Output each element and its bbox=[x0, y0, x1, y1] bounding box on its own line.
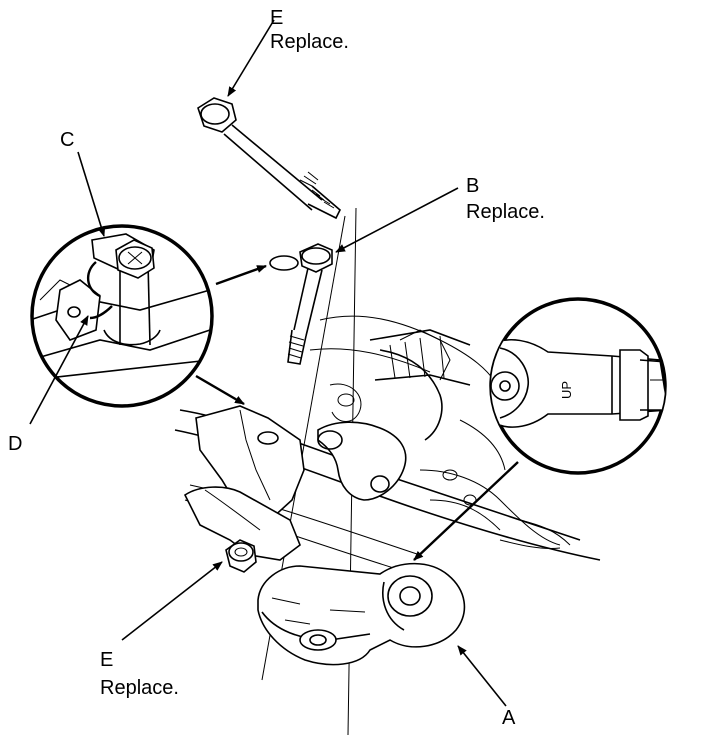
label-c: C bbox=[60, 129, 74, 151]
detail-circle-right: UP bbox=[489, 297, 667, 475]
up-mark: UP bbox=[559, 381, 574, 399]
label-b: B bbox=[466, 175, 479, 197]
label-e-top: E bbox=[270, 7, 283, 29]
detail-circle-left bbox=[30, 224, 214, 408]
nut-e-bottom bbox=[225, 539, 257, 573]
bolt-e-top bbox=[197, 97, 341, 220]
arrows bbox=[195, 264, 519, 561]
label-d: D bbox=[8, 433, 22, 455]
engine-frame-background bbox=[174, 207, 601, 736]
label-e-top-note: Replace. bbox=[270, 31, 349, 53]
mount-a bbox=[257, 562, 466, 666]
label-b-note: Replace. bbox=[466, 201, 545, 223]
label-e-bottom: E bbox=[100, 649, 113, 671]
leader-lines bbox=[29, 19, 507, 707]
label-a: A bbox=[502, 707, 516, 729]
bolt-b bbox=[269, 243, 333, 365]
callout-labels: E Replace. B Replace. C D E Replace. A bbox=[8, 7, 545, 729]
label-e-bottom-note: Replace. bbox=[100, 677, 179, 699]
